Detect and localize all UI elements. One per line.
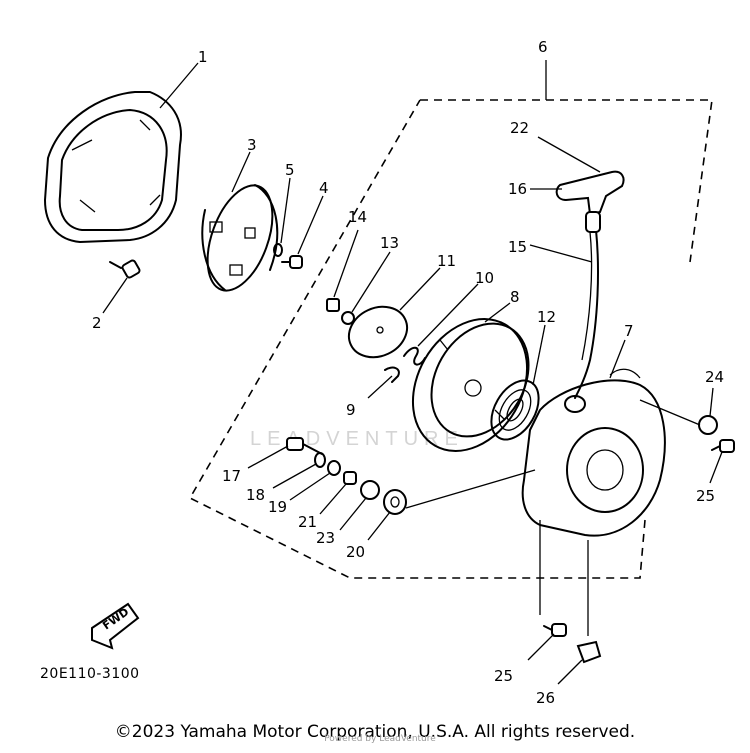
leader-18 bbox=[272, 463, 317, 489]
part-washer-13 bbox=[341, 251, 391, 325]
leader-20 bbox=[367, 511, 391, 541]
part-washer-19 bbox=[289, 460, 341, 501]
part-friction-plate bbox=[347, 267, 441, 359]
callout-7: 7 bbox=[624, 322, 634, 340]
part-starter-handle bbox=[530, 136, 625, 233]
callout-25-right: 25 bbox=[696, 487, 715, 505]
callout-3: 3 bbox=[247, 136, 257, 154]
callout-2: 2 bbox=[92, 314, 102, 332]
fwd-arrow-icon: FWD bbox=[91, 602, 140, 650]
part-collar-21 bbox=[319, 471, 357, 515]
part-collar-24 bbox=[639, 387, 718, 435]
callout-17: 17 bbox=[222, 467, 241, 485]
leader-12 bbox=[532, 324, 546, 386]
leader-25-bottom bbox=[527, 633, 555, 661]
callout-24: 24 bbox=[705, 368, 724, 386]
callout-14: 14 bbox=[348, 208, 367, 226]
callout-15: 15 bbox=[508, 238, 527, 256]
callout-16: 16 bbox=[508, 180, 527, 198]
part-bolt-17 bbox=[247, 437, 323, 469]
callout-18: 18 bbox=[246, 486, 265, 504]
part-grommet-26 bbox=[557, 540, 602, 685]
callout-13: 13 bbox=[380, 234, 399, 252]
part-bolt-25-right bbox=[709, 439, 735, 484]
callout-4: 4 bbox=[319, 179, 329, 197]
leader-17 bbox=[247, 445, 289, 469]
part-drive-pulley bbox=[201, 151, 279, 292]
leader-26 bbox=[557, 659, 583, 685]
part-ratchet-9 bbox=[367, 366, 400, 399]
leader-21 bbox=[319, 483, 347, 515]
callout-5: 5 bbox=[285, 161, 295, 179]
part-washer-5 bbox=[273, 177, 291, 257]
callout-10: 10 bbox=[475, 269, 494, 287]
leader-7 bbox=[609, 339, 626, 379]
callout-1: 1 bbox=[198, 48, 208, 66]
callout-8: 8 bbox=[510, 288, 520, 306]
part-washer-18 bbox=[272, 452, 326, 489]
callout-22: 22 bbox=[510, 119, 529, 137]
leader-23 bbox=[339, 497, 367, 531]
leader-4 bbox=[297, 195, 324, 255]
callout-20: 20 bbox=[346, 543, 365, 561]
part-starter-rope bbox=[529, 229, 599, 399]
callout-23: 23 bbox=[316, 529, 335, 547]
leader-25-right bbox=[709, 451, 723, 484]
part-bushing-23 bbox=[339, 480, 380, 531]
part-spring-10 bbox=[403, 283, 479, 366]
copyright-notice: ©2023 Yamaha Motor Corporation, U.S.A. A… bbox=[114, 722, 636, 742]
leader-9 bbox=[367, 375, 393, 399]
callout-6: 6 bbox=[538, 38, 548, 56]
callout-26: 26 bbox=[536, 689, 555, 707]
leader-2 bbox=[102, 277, 128, 314]
leader-19 bbox=[289, 472, 331, 501]
leader-24 bbox=[709, 387, 714, 417]
leader-3 bbox=[231, 151, 251, 193]
part-pawl-20 bbox=[367, 469, 536, 541]
leader-15 bbox=[529, 244, 593, 263]
callout-25-bottom: 25 bbox=[494, 667, 513, 685]
leader-13 bbox=[351, 251, 391, 313]
part-housing-cover bbox=[44, 62, 199, 243]
callout-19: 19 bbox=[268, 498, 287, 516]
leader-8 bbox=[484, 302, 511, 323]
part-bolt-4 bbox=[281, 195, 324, 269]
part-starter-case bbox=[521, 339, 666, 537]
part-bolt-2 bbox=[102, 259, 141, 314]
part-recoil-spring bbox=[490, 324, 546, 441]
watermark-text: LEADVENTURE bbox=[250, 428, 464, 450]
callout-11: 11 bbox=[437, 252, 456, 270]
drawing-code: 20E110-3100 bbox=[40, 666, 140, 682]
part-nut-14 bbox=[326, 229, 359, 312]
leader-1 bbox=[159, 62, 199, 109]
leader-14 bbox=[333, 229, 359, 298]
leader-22 bbox=[537, 136, 601, 173]
callout-9: 9 bbox=[346, 401, 356, 419]
leader-5 bbox=[280, 177, 291, 244]
watermark-subtext: Powered by LeadVenture bbox=[324, 734, 436, 744]
leader-10 bbox=[417, 283, 479, 347]
part-bolt-25-bottom bbox=[527, 520, 567, 661]
leader-11 bbox=[399, 267, 441, 311]
callout-12: 12 bbox=[537, 308, 556, 326]
callout-21: 21 bbox=[298, 513, 317, 531]
callout-labels: 1 2 3 4 5 6 7 8 9 10 11 12 13 14 15 16 1… bbox=[92, 38, 724, 707]
